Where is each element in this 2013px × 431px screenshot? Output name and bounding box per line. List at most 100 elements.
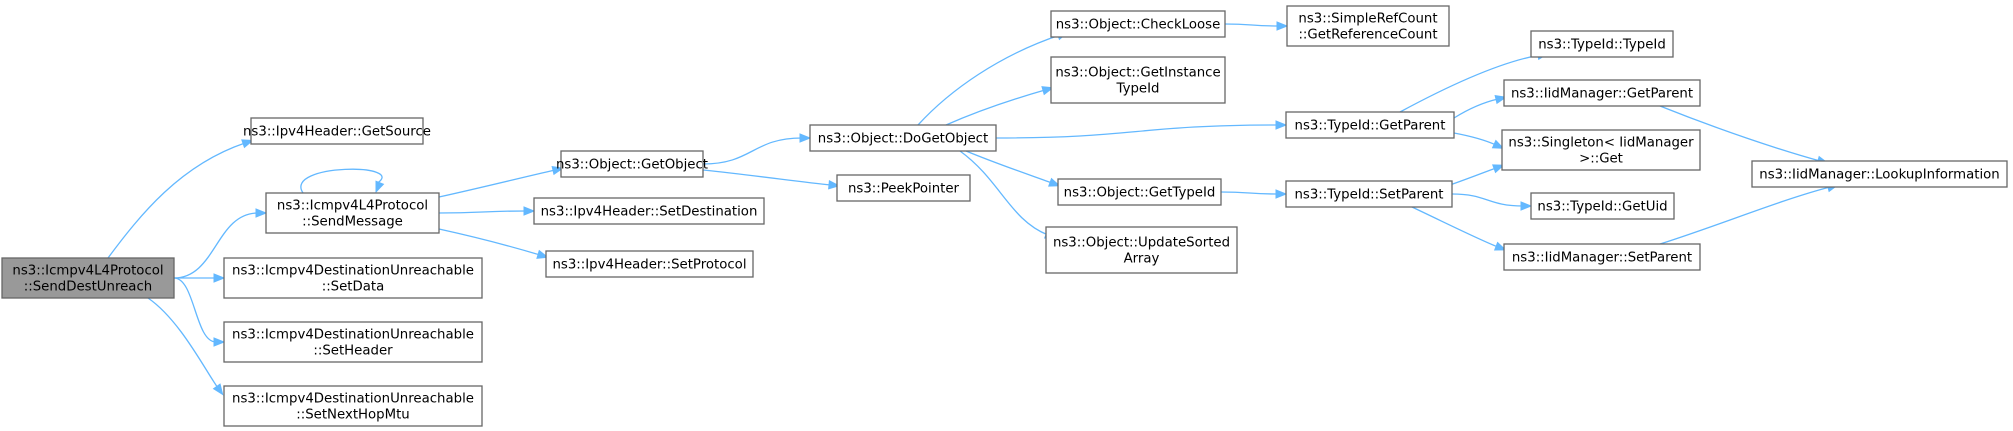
node-label: ns3::Object::GetInstance bbox=[1055, 66, 1220, 81]
node-dogetobject[interactable]: ns3::Object::DoGetObject bbox=[809, 124, 997, 152]
edge-gettypeid-to-tid-setparent bbox=[1220, 189, 1288, 199]
node-box bbox=[250, 117, 424, 145]
arrowhead bbox=[213, 337, 226, 347]
node-box bbox=[1050, 10, 1226, 38]
edge-line bbox=[1451, 193, 1524, 207]
node-box bbox=[809, 124, 997, 152]
edge-line bbox=[1453, 132, 1497, 146]
arrowhead bbox=[799, 133, 812, 143]
edge-line bbox=[995, 124, 1279, 139]
edge-sendmsg-to-setproto bbox=[438, 228, 549, 259]
edge-tid-getparent-to-iid-getparent bbox=[1453, 94, 1508, 119]
node-label: ns3::Icmpv4L4Protocol bbox=[277, 199, 428, 214]
node-label: ns3::IidManager::SetParent bbox=[1512, 251, 1692, 266]
edge-sdu-to-setnexthop bbox=[147, 297, 224, 396]
edge-sendmsg-to-setdest bbox=[438, 206, 536, 216]
node-box bbox=[1286, 5, 1450, 47]
node-label: ns3::Object::UpdateSorted bbox=[1053, 236, 1230, 251]
node-label: ns3::Icmpv4DestinationUnreachable bbox=[232, 392, 474, 407]
node-box bbox=[265, 192, 440, 234]
node-box bbox=[533, 197, 765, 225]
node-setdata[interactable]: ns3::Icmpv4DestinationUnreachable::SetDa… bbox=[223, 257, 483, 299]
arrowhead bbox=[213, 273, 226, 283]
node-setnexthop[interactable]: ns3::Icmpv4DestinationUnreachable::SetNe… bbox=[223, 385, 483, 427]
node-box bbox=[1503, 79, 1701, 107]
node-box bbox=[1, 257, 175, 299]
arrowhead bbox=[1048, 177, 1061, 187]
node-label: ::SendDestUnreach bbox=[24, 280, 152, 295]
node-label: ns3::SimpleRefCount bbox=[1298, 12, 1437, 27]
call-edges bbox=[107, 21, 1840, 396]
node-tid-typeid[interactable]: ns3::TypeId::TypeId bbox=[1530, 30, 1674, 58]
node-setheader[interactable]: ns3::Icmpv4DestinationUnreachable::SetHe… bbox=[223, 321, 483, 363]
node-iid-setparent[interactable]: ns3::IidManager::SetParent bbox=[1503, 243, 1701, 271]
node-getobject[interactable]: ns3::Object::GetObject bbox=[556, 150, 708, 178]
node-getsource[interactable]: ns3::Ipv4Header::GetSource bbox=[243, 117, 431, 145]
edge-line bbox=[1449, 167, 1497, 186]
node-tid-getuid[interactable]: ns3::TypeId::GetUid bbox=[1530, 192, 1675, 220]
edge-getobject-to-peekpointer bbox=[702, 169, 841, 190]
node-label: ns3::Ipv4Header::SetProtocol bbox=[552, 258, 746, 273]
edge-iid-setparent-to-lookup bbox=[1659, 183, 1840, 245]
node-lookup[interactable]: ns3::IidManager::LookupInformation bbox=[1751, 160, 2008, 188]
edge-sendmsg-to-sendmsg bbox=[300, 168, 385, 194]
node-box bbox=[1057, 178, 1222, 206]
arrowhead bbox=[375, 180, 385, 194]
node-box bbox=[1503, 243, 1701, 271]
node-sendmsg[interactable]: ns3::Icmpv4L4Protocol::SendMessage bbox=[265, 192, 440, 234]
edge-line bbox=[1453, 98, 1499, 119]
node-peekpointer[interactable]: ns3::PeekPointer bbox=[836, 174, 971, 202]
node-singleton[interactable]: ns3::Singleton< IidManager >::Get bbox=[1501, 129, 1701, 171]
arrowhead bbox=[1276, 21, 1289, 31]
edge-tid-setparent-to-tid-getuid bbox=[1451, 193, 1533, 211]
arrowhead bbox=[1275, 189, 1288, 199]
node-setproto[interactable]: ns3::Ipv4Header::SetProtocol bbox=[545, 250, 754, 278]
node-tid-setparent[interactable]: ns3::TypeId::SetParent bbox=[1285, 180, 1453, 208]
arrowhead bbox=[1520, 201, 1533, 211]
node-label: ::SetNextHopMtu bbox=[296, 408, 409, 423]
node-box bbox=[1050, 56, 1226, 104]
edge-checkloose-to-simplerefcount bbox=[1224, 21, 1289, 31]
node-iid-getparent[interactable]: ns3::IidManager::GetParent bbox=[1503, 79, 1701, 107]
node-label: ns3::TypeId::GetParent bbox=[1295, 119, 1446, 134]
edge-line bbox=[945, 89, 1046, 126]
node-box bbox=[223, 257, 483, 299]
node-label: ns3::IidManager::LookupInformation bbox=[1759, 168, 1999, 183]
node-label: ns3::Object::GetObject bbox=[556, 158, 708, 173]
node-label: ns3::Ipv4Header::SetDestination bbox=[541, 205, 758, 220]
edge-line bbox=[959, 150, 1049, 236]
edge-dogetobject-to-tid-getparent bbox=[995, 120, 1288, 139]
edge-sdu-to-setdata bbox=[174, 273, 226, 283]
node-gettypeid[interactable]: ns3::Object::GetTypeId bbox=[1057, 178, 1222, 206]
edge-line bbox=[438, 228, 541, 256]
node-label: ns3::Object::CheckLoose bbox=[1056, 18, 1221, 33]
node-tid-getparent[interactable]: ns3::TypeId::GetParent bbox=[1285, 111, 1455, 139]
node-label: ns3::TypeId::GetUid bbox=[1537, 200, 1667, 215]
node-sdu[interactable]: ns3::Icmpv4L4Protocol::SendDestUnreach bbox=[1, 257, 175, 299]
node-box bbox=[1530, 30, 1674, 58]
node-box bbox=[1530, 192, 1675, 220]
node-simplerefcount[interactable]: ns3::SimpleRefCount::GetReferenceCount bbox=[1286, 5, 1450, 47]
node-label: ns3::TypeId::TypeId bbox=[1538, 38, 1666, 53]
node-box bbox=[1751, 160, 2008, 188]
edge-dogetobject-to-checkloose bbox=[917, 31, 1069, 126]
edge-tid-getparent-to-singleton bbox=[1453, 132, 1505, 149]
node-box bbox=[545, 250, 754, 278]
arrowhead bbox=[1275, 120, 1288, 130]
node-checkloose[interactable]: ns3::Object::CheckLoose bbox=[1050, 10, 1226, 38]
node-label: ns3::Ipv4Header::GetSource bbox=[243, 125, 431, 140]
edge-sendmsg-to-getobject bbox=[438, 165, 565, 198]
arrowhead bbox=[1494, 94, 1508, 105]
edge-line bbox=[917, 34, 1061, 126]
edge-sdu-to-sendmsg bbox=[173, 208, 268, 279]
node-label: ns3::TypeId::SetParent bbox=[1294, 188, 1443, 203]
node-setdest[interactable]: ns3::Ipv4Header::SetDestination bbox=[533, 197, 765, 225]
arrowhead bbox=[1491, 139, 1505, 149]
edge-line bbox=[1659, 186, 1831, 245]
edge-sdu-to-setheader bbox=[173, 277, 226, 347]
arrowhead bbox=[1493, 241, 1507, 251]
arrowhead bbox=[212, 383, 224, 396]
arrowhead bbox=[241, 139, 254, 149]
